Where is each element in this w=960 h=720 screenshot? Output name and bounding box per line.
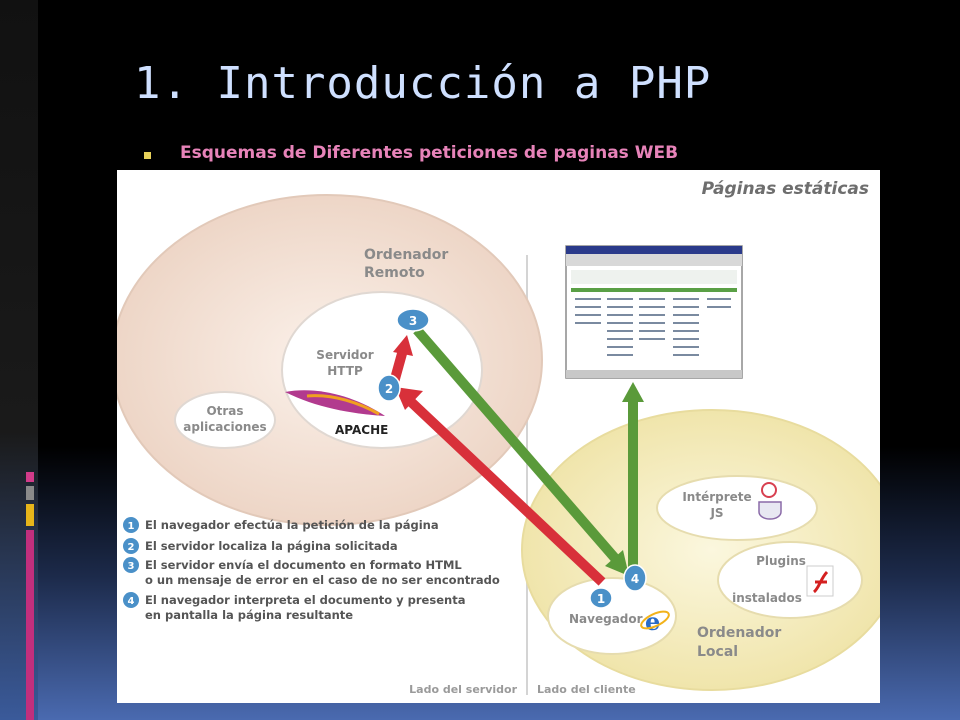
diagram-step-badge-2: 2: [377, 374, 401, 402]
other-apps-line2: aplicaciones: [183, 420, 266, 434]
request-arrow: [395, 387, 606, 586]
step-legend: 1 El navegador efectúa la petición de la…: [123, 517, 500, 622]
diagram-step-badge-4: 4: [623, 564, 647, 592]
accent-bar-yellow: [26, 504, 34, 526]
browser-window-screenshot: [565, 245, 743, 379]
remote-label-line2: Remoto: [364, 265, 425, 281]
accent-bar-gray: [26, 486, 34, 500]
interpreter-line2: JS: [709, 506, 723, 520]
legend-step-3-line2: o un mensaje de error en el caso de no s…: [145, 573, 500, 587]
other-apps-line1: Otras: [206, 404, 243, 418]
svg-text:e: e: [645, 607, 660, 636]
web-request-diagram: Páginas estáticas Ordenador Remoto Servi…: [117, 170, 880, 703]
server-side-label: Lado del servidor: [409, 683, 517, 696]
browser-label: Navegador: [569, 612, 643, 626]
legend-num-2: 2: [128, 542, 135, 553]
legend-num-1: 1: [128, 521, 135, 532]
diagram-canvas: Páginas estáticas Ordenador Remoto Servi…: [117, 179, 880, 696]
server-label-line2: HTTP: [327, 364, 363, 378]
diagram-step-badge-1: 1: [589, 587, 613, 609]
accent-bar-pink-long: [26, 530, 34, 720]
diagram-step-num-2: 2: [385, 382, 393, 396]
accent-bar-pink: [26, 472, 34, 482]
http-server-ellipse: [281, 291, 483, 449]
flash-icon: [806, 565, 834, 597]
diagram-step-num-3: 3: [409, 314, 417, 328]
slide-bullet-text: Esquemas de Diferentes peticiones de pag…: [180, 143, 679, 163]
legend-num-3: 3: [128, 561, 135, 572]
server-label-line1: Servidor: [316, 348, 373, 362]
apache-label: APACHE: [335, 423, 388, 437]
legend-step-4-line1: El navegador interpreta el documento y p…: [145, 593, 465, 607]
local-label-line1: Ordenador: [697, 625, 781, 641]
interpreter-line1: Intérprete: [682, 490, 751, 504]
diagram-step-badge-3: 3: [396, 308, 430, 332]
bullet-icon: [144, 152, 151, 159]
diagram-step-num-1: 1: [597, 592, 605, 606]
render-arrow: [622, 382, 644, 572]
plugins-line1: Plugins: [756, 554, 806, 568]
legend-step-2: El servidor localiza la página solicitad…: [145, 539, 398, 553]
ie-logo-icon: e: [640, 607, 670, 636]
remote-label-line1: Ordenador: [364, 247, 448, 263]
legend-step-1: El navegador efectúa la petición de la p…: [145, 518, 439, 532]
browser-ellipse: [547, 577, 677, 655]
legend-num-4: 4: [128, 596, 135, 607]
local-label-line2: Local: [697, 644, 738, 660]
diagram-heading: Páginas estáticas: [702, 179, 869, 199]
slide-title: 1. Introducción a PHP: [134, 58, 712, 109]
client-side-label: Lado del cliente: [537, 683, 636, 696]
plugins-ellipse: [717, 541, 863, 619]
js-interpreter-ellipse: [656, 475, 818, 541]
apache-feather-icon: [285, 390, 385, 416]
legend-step-4-line2: en pantalla la página resultante: [145, 608, 353, 622]
other-apps-ellipse: [174, 391, 276, 449]
java-cup-icon: [758, 482, 782, 520]
diagram-step-num-4: 4: [631, 572, 639, 586]
legend-step-3-line1: El servidor envía el documento en format…: [145, 558, 462, 572]
response-arrow: [413, 326, 629, 576]
plugins-line2: instalados: [732, 591, 802, 605]
